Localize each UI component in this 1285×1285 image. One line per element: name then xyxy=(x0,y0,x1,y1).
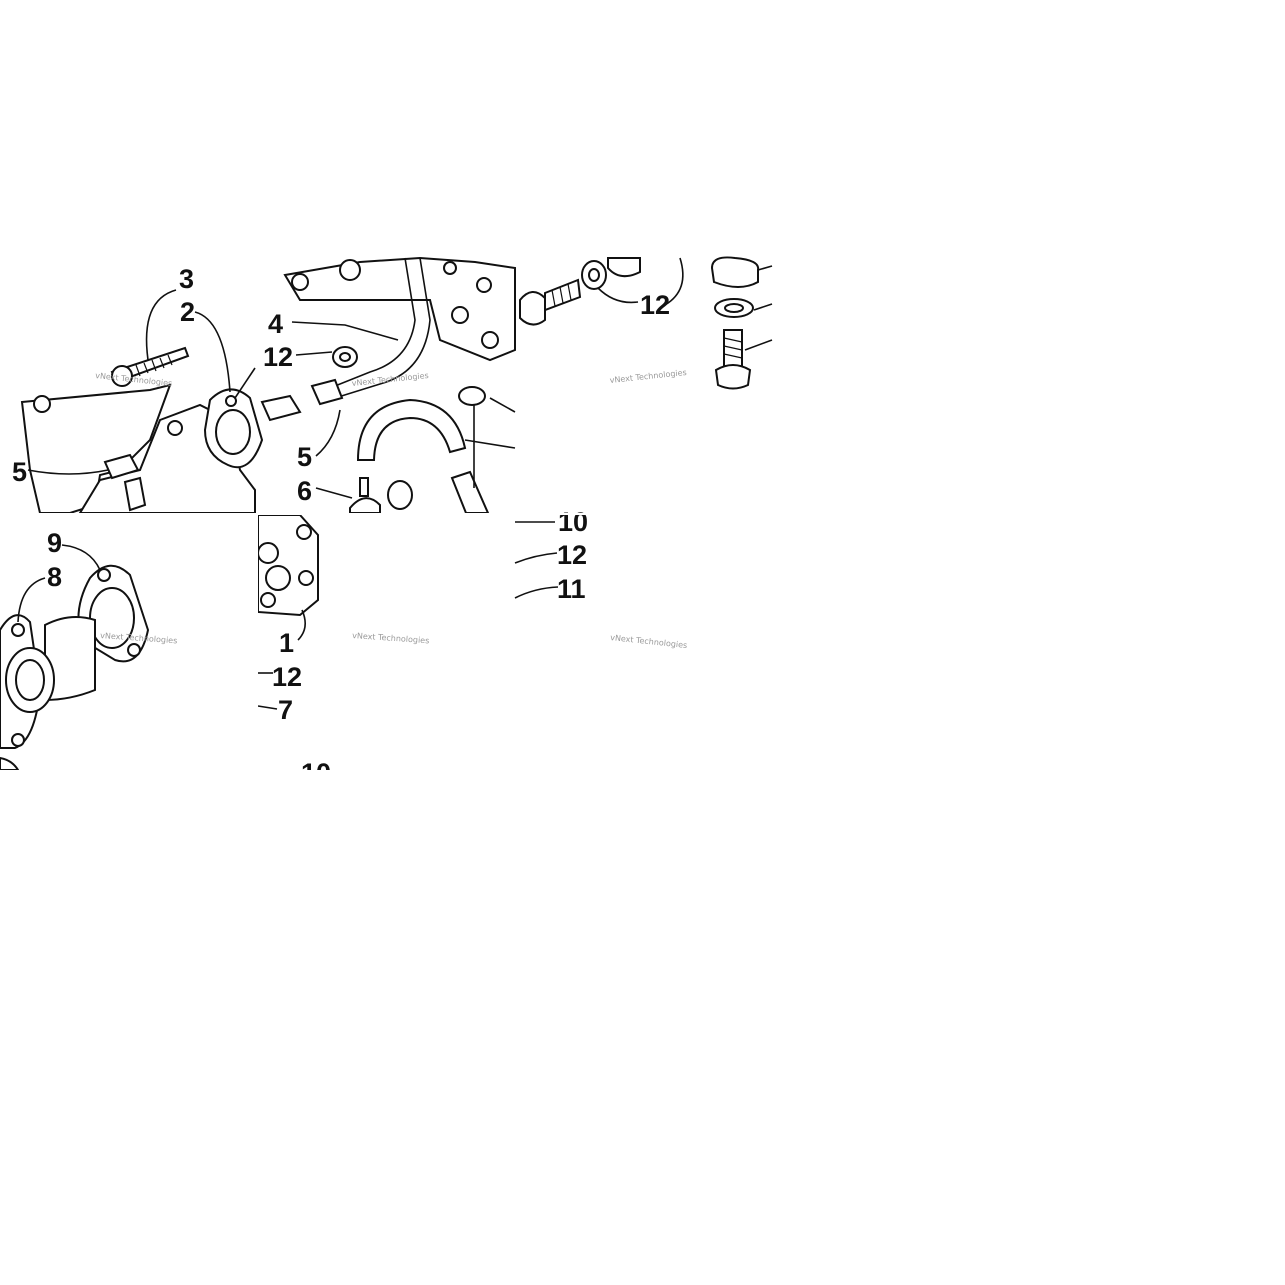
callout-10: 10 xyxy=(558,507,588,537)
fuel-hose xyxy=(356,398,467,461)
hose-clamp xyxy=(103,453,140,480)
fitting xyxy=(349,497,381,514)
callout-5-left: 5 xyxy=(12,457,27,487)
watermark-6: vNext Technologies xyxy=(610,633,688,650)
callout-2: 2 xyxy=(180,297,195,327)
tile-top-left: 3 2 5 vNext Technologies xyxy=(12,264,264,514)
adapter-body xyxy=(44,615,96,702)
stud-base xyxy=(714,364,752,390)
tile-middle-right: 10 12 11 vNext Technologies xyxy=(514,507,688,650)
watermark-3: vNext Technologies xyxy=(609,368,687,385)
injection-block xyxy=(283,256,516,362)
watermark-2: vNext Technologies xyxy=(351,371,429,388)
watermark-5: vNext Technologies xyxy=(352,631,430,645)
bolt-head xyxy=(111,365,133,387)
tile-top-right: 12 vNext Technologies xyxy=(519,256,773,390)
callout-8: 8 xyxy=(47,562,62,592)
tile-center: 1 12 7 10 vNext Technologies xyxy=(257,514,518,790)
pump-port xyxy=(167,420,183,436)
mounting-bracket xyxy=(20,383,172,514)
fitting-top xyxy=(607,257,641,278)
callout-5-right: 5 xyxy=(297,442,312,472)
washer-right xyxy=(458,386,486,406)
callout-12-upper-left: 12 xyxy=(263,342,293,372)
callout-11: 11 xyxy=(557,574,586,604)
callout-3: 3 xyxy=(179,264,194,294)
banjo-bolt-shank xyxy=(544,278,582,312)
gasket-bore xyxy=(215,409,251,455)
tile-middle-left: 9 8 vNext Technologies xyxy=(0,528,178,771)
callout-12-lower: 12 xyxy=(272,662,302,692)
barb-fitting xyxy=(260,394,302,422)
banjo-bolt-head xyxy=(519,291,546,326)
callout-6: 6 xyxy=(297,476,312,506)
washer-lower xyxy=(387,480,413,510)
callout-9: 9 xyxy=(47,528,62,558)
callout-1: 1 xyxy=(279,628,294,658)
cap-nut xyxy=(710,256,760,288)
tile-top-middle: 4 12 5 6 vNext Technologies xyxy=(260,256,516,514)
callout-12-top-right: 12 xyxy=(640,290,670,320)
hose-clamp-right xyxy=(310,378,344,406)
callout-7: 7 xyxy=(278,695,293,725)
pump-nipple xyxy=(123,476,147,512)
hose-end xyxy=(450,470,490,514)
fuel-pipe xyxy=(329,257,416,389)
callout-4: 4 xyxy=(268,309,283,339)
callout-12-middle: 12 xyxy=(557,540,587,570)
bracket-hole xyxy=(33,395,51,413)
